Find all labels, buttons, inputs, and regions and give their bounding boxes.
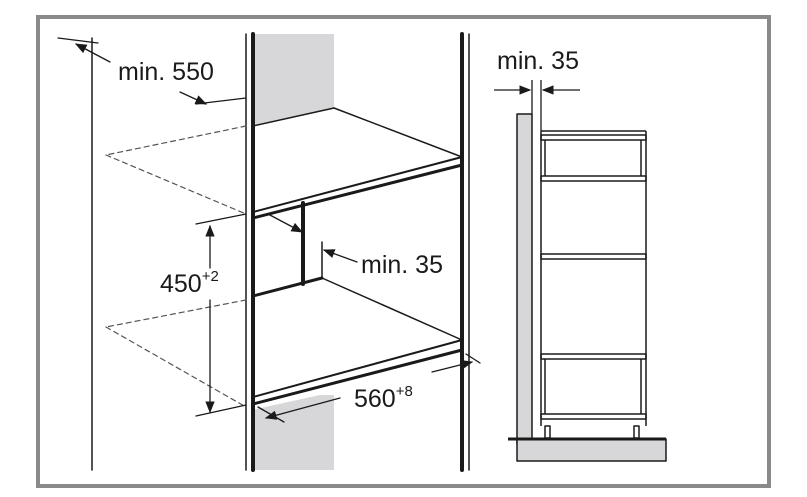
label-min-depth: min. 550 [118, 58, 214, 86]
niche-side-view [494, 80, 667, 462]
label-niche-width: 560+8 [354, 383, 413, 413]
niche-height-tolerance: +2 [202, 268, 219, 285]
label-inner-gap: min. 35 [361, 251, 443, 279]
side-shelf-bottom [540, 353, 647, 439]
niche-width-tolerance: +8 [396, 383, 413, 400]
side-shelf-top [540, 134, 647, 182]
upper-shelf [251, 107, 464, 220]
height-dimension [195, 213, 247, 417]
inner-gap-arrows [267, 213, 358, 263]
depth-dimension [57, 37, 247, 105]
niche-height-value: 450 [160, 270, 202, 298]
width-dimension [257, 353, 481, 423]
side-gap-dimension [494, 80, 580, 131]
niche-width-value: 560 [354, 385, 396, 413]
appliance-outline-lower [105, 299, 247, 408]
side-base-plinth [516, 438, 667, 462]
label-niche-height: 450+2 [160, 268, 219, 298]
side-wall-panel [516, 113, 533, 445]
side-shelf-middle [540, 253, 647, 260]
label-side-gap: min. 35 [497, 47, 579, 75]
diagram-frame [36, 15, 771, 488]
back-wall-upper [252, 34, 334, 126]
lower-shelf [251, 276, 464, 406]
niche-perspective-view [57, 32, 481, 472]
appliance-outline-upper [105, 125, 247, 215]
